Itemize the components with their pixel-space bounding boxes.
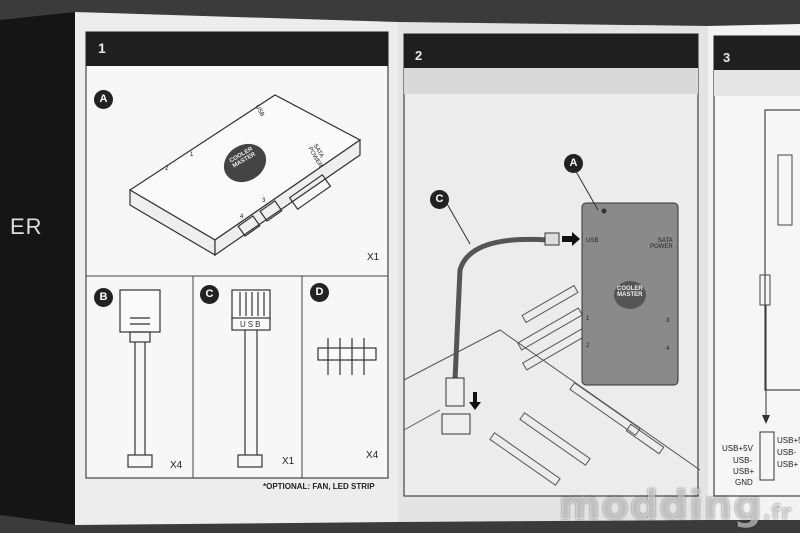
pin-usbplus-right: USB+ (777, 460, 799, 469)
part-d-quantity: X4 (366, 450, 379, 461)
hub2-port-3: 3 (666, 318, 670, 324)
arrow-down-icon (469, 392, 481, 410)
hub-quantity: X1 (367, 252, 380, 263)
pin-usbminus-right: USB- (777, 448, 797, 457)
hub2-port-1: 1 (586, 316, 590, 322)
panel-1-number: 1 (98, 40, 106, 56)
panel-2-header (404, 34, 698, 68)
hub2-port-2: 2 (586, 343, 590, 349)
callout-a-badge-2: A (564, 154, 583, 173)
motherboard-illustration (403, 284, 701, 486)
hub-port-3: 3 (262, 198, 266, 204)
pin-usbplus-left: USB+ (733, 467, 755, 476)
hub2-usb-label: USB (586, 238, 599, 244)
hub2-sata-label: SATA POWER (650, 238, 673, 250)
connector-d-illustration (317, 338, 377, 375)
cooler-master-logo-icon (223, 143, 267, 183)
hub2-port-4: 4 (666, 346, 670, 352)
callout-c-badge: C (200, 285, 219, 304)
hub2-logo-text: COOLER MASTER (617, 286, 643, 298)
callout-c-badge-2: C (430, 190, 449, 209)
optional-footnote: *OPTIONAL: FAN, LED STRIP (263, 482, 375, 491)
panel-1-frame (85, 31, 389, 479)
panel-3-header (714, 36, 800, 70)
left-panel-text: ER (10, 214, 43, 239)
hub-port-2: 2 (165, 166, 169, 172)
cable-c-illustration (231, 289, 271, 468)
panel-3-number: 3 (723, 50, 731, 65)
callout-a-badge: A (94, 90, 113, 109)
watermark-text: modding (558, 483, 763, 529)
hub-port-1: 1 (190, 152, 194, 158)
usb-cable-c (452, 236, 549, 381)
panel-3-frame (713, 35, 800, 497)
cooler-master-logo-icon-2 (614, 281, 646, 309)
pin-usb5v-left: USB+5V (722, 444, 753, 453)
part-b-quantity: X4 (170, 460, 183, 471)
arrow-right-icon (562, 232, 580, 246)
cable-b-illustration (119, 289, 161, 468)
pin-usb5-right: USB+5 (777, 436, 800, 445)
part-c-quantity: X1 (282, 456, 295, 467)
callout-d-badge: D (310, 283, 329, 302)
callout-b-badge: B (94, 288, 113, 307)
panel-1-header (86, 32, 388, 66)
pin-gnd-left: GND (735, 478, 753, 487)
watermark-tld: .fr (762, 500, 792, 524)
cable-c-usb-text: USB (240, 320, 263, 329)
left-fold (0, 12, 75, 525)
watermark: modding.fr (559, 483, 792, 529)
hub-port-4: 4 (240, 214, 244, 220)
pin-usbminus-left: USB- (733, 456, 753, 465)
panel-2-number: 2 (415, 48, 423, 63)
